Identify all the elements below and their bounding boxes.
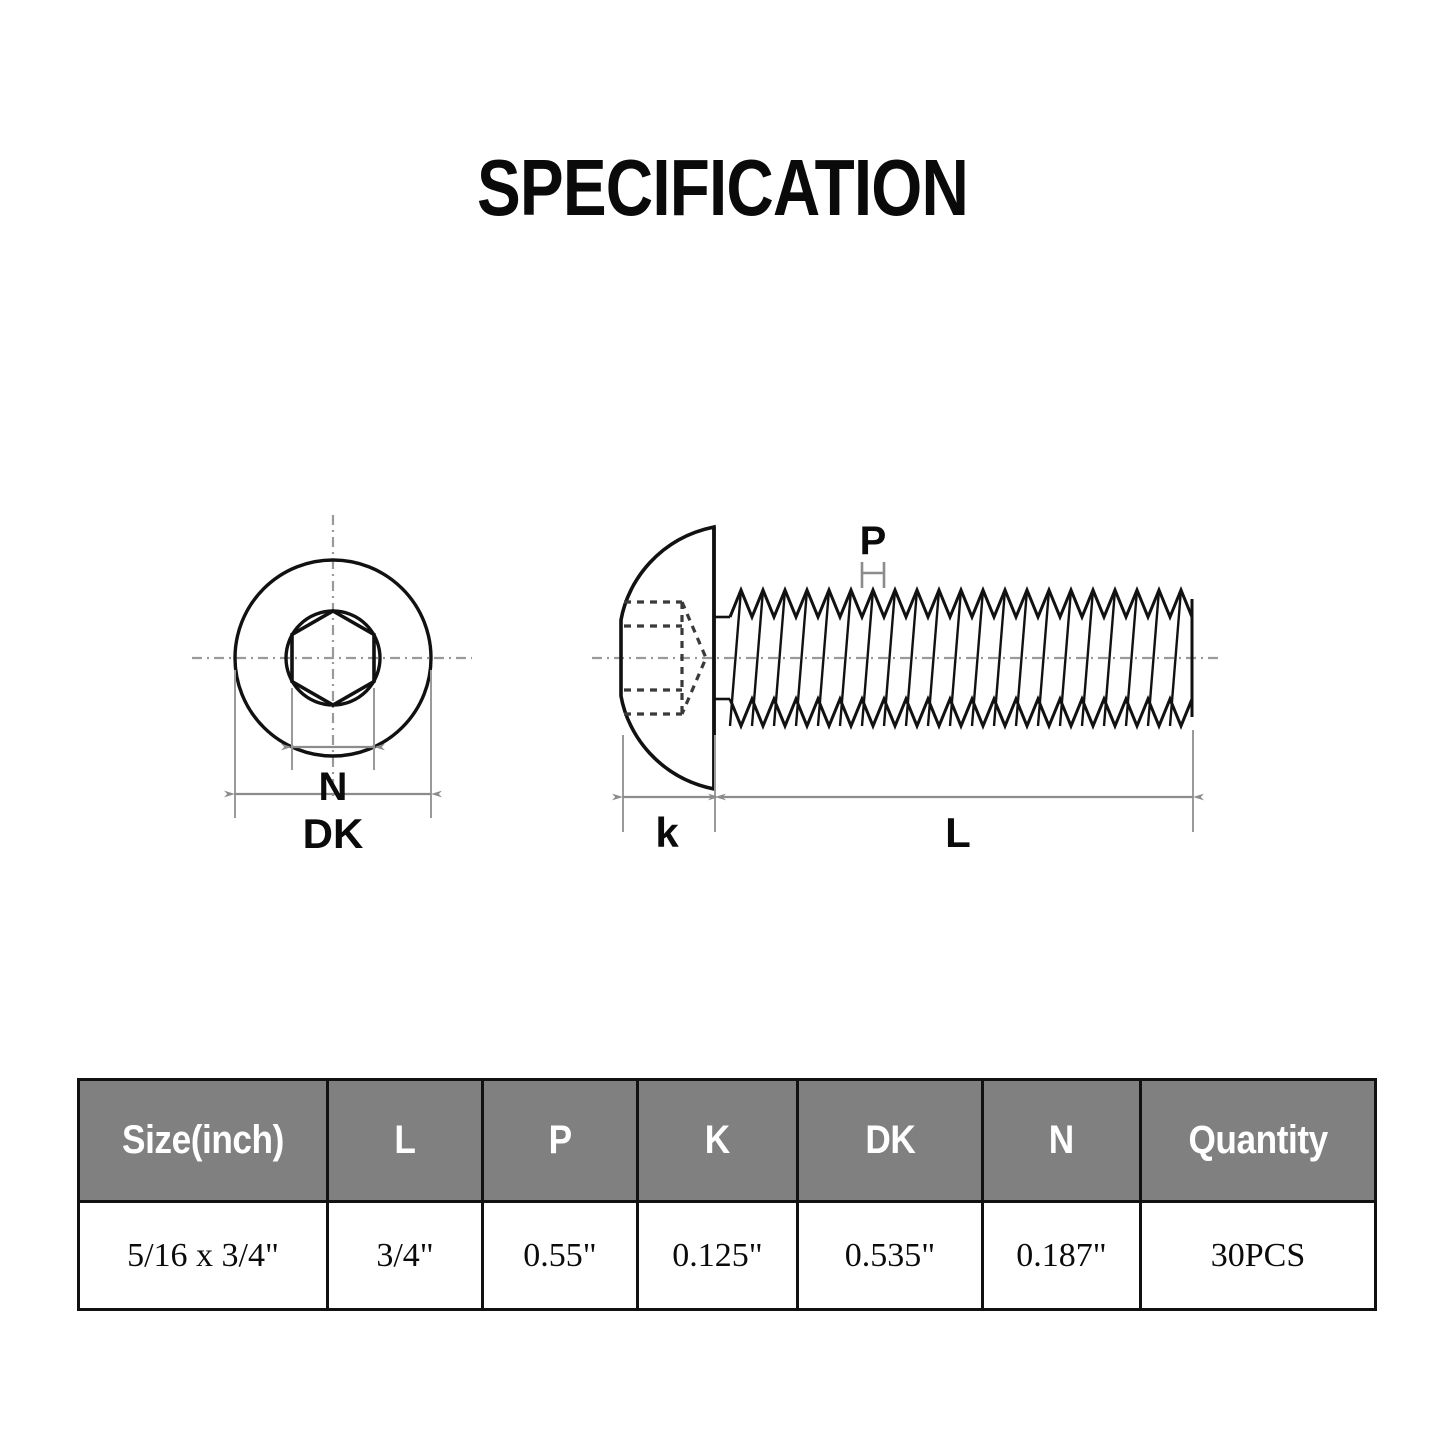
cell-n: 0.187": [981, 1200, 1142, 1311]
head-outer-circle: [233, 558, 433, 758]
screw-technical-drawing: N DK: [0, 470, 1445, 900]
hex-socket-polygon: [290, 608, 376, 708]
threaded-shank: [728, 586, 1194, 730]
column-header-k: K: [636, 1078, 799, 1203]
cell-size: 5/16 x 3/4": [77, 1200, 329, 1311]
table-header-row: Size(inch) L P K DK N: [77, 1078, 1377, 1203]
k-dimension-group: k: [612, 735, 726, 856]
column-header-n: N: [981, 1078, 1142, 1203]
cell-k: 0.125": [636, 1200, 799, 1311]
column-header-dk: DK: [796, 1078, 984, 1203]
hidden-socket-lines: [624, 600, 708, 716]
cell-l: 3/4": [326, 1200, 484, 1311]
thread-helix-lines: [728, 589, 1183, 727]
dimension-label-p: P: [860, 519, 887, 563]
side-view-group: P k L: [592, 519, 1222, 856]
dimension-label-l: L: [945, 809, 971, 856]
cell-quantity: 30PCS: [1139, 1200, 1377, 1311]
dimension-label-k: k: [655, 809, 679, 856]
column-header-quantity: Quantity: [1139, 1078, 1377, 1203]
l-dimension-group: L: [708, 730, 1204, 856]
column-header-p: P: [481, 1078, 639, 1203]
p-dimension-group: P: [860, 519, 887, 588]
cell-p: 0.55": [481, 1200, 639, 1311]
thread-crest-bottom: [728, 695, 1194, 730]
page-title: SPECIFICATION: [476, 143, 969, 232]
dimension-label-dk: DK: [303, 810, 364, 857]
cell-dk: 0.535": [796, 1200, 984, 1311]
specification-table: Size(inch) L P K DK N: [77, 1078, 1377, 1311]
column-header-size: Size(inch): [77, 1078, 329, 1203]
top-view-group: N DK: [192, 515, 472, 857]
column-header-l: L: [326, 1078, 484, 1203]
dimension-label-n: N: [319, 765, 348, 809]
table-row: 5/16 x 3/4" 3/4" 0.55" 0.125" 0.535": [77, 1200, 1377, 1311]
specification-table-wrapper: Size(inch) L P K DK N: [77, 1078, 1377, 1311]
button-head-profile: [619, 524, 716, 792]
